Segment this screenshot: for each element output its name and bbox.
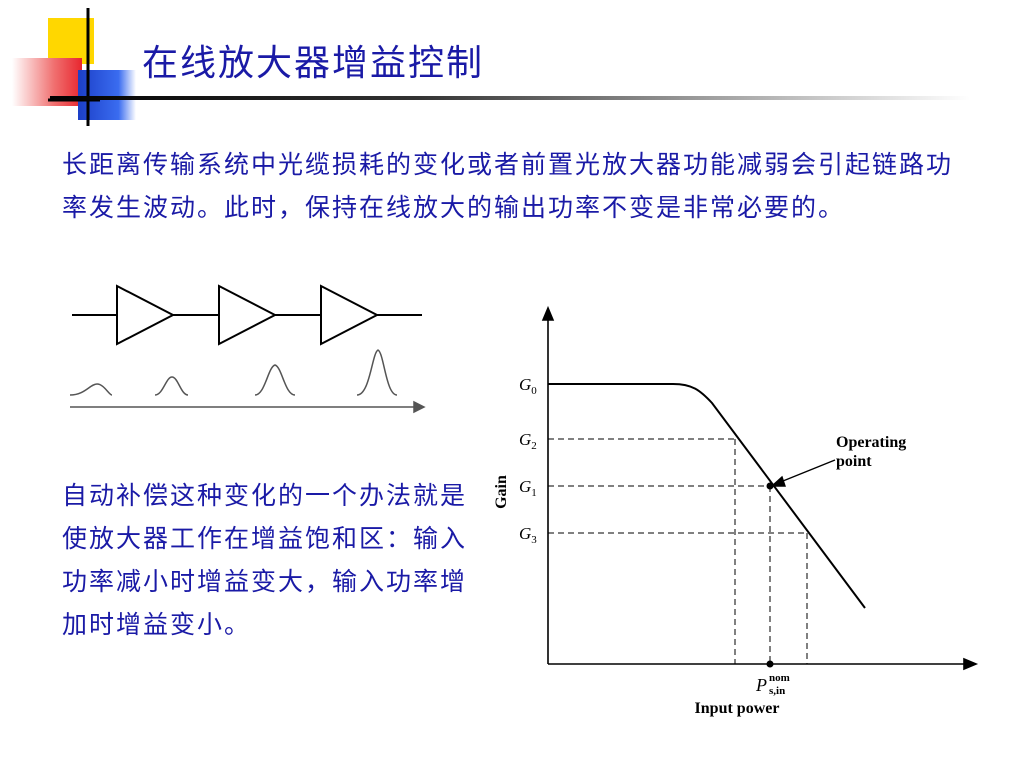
- operating-point-label-line1: Operating: [836, 434, 906, 451]
- x-axis-label: Input power: [695, 700, 780, 717]
- compensation-paragraph: 自动补偿这种变化的一个办法就是使放大器工作在增益饱和区：输入功率减小时增益变大，…: [62, 481, 468, 639]
- pulse-1: [69, 383, 113, 396]
- nominal-input-subscript: s,in: [769, 685, 785, 697]
- gain-curve: [548, 383, 866, 609]
- x-axis-arrow: [963, 657, 979, 671]
- g1-label: G1: [519, 477, 537, 499]
- y-axis-arrow: [541, 305, 555, 321]
- g2-label: G2: [519, 430, 537, 452]
- nominal-input-label: P: [755, 675, 767, 695]
- amplifier-triangle-1: [116, 284, 176, 346]
- g0-label: G0: [519, 375, 537, 397]
- page-title: 在线放大器增益控制: [142, 43, 485, 84]
- gain-saturation-graph: G0 G2 G1 G3 Gain Input power Operating p…: [493, 305, 979, 717]
- slide-logo: [12, 8, 136, 126]
- amplifier-triangle-3: [320, 284, 380, 346]
- operating-point-dot: [766, 482, 774, 490]
- intro-paragraph: 长距离传输系统中光缆损耗的变化或者前置光放大器功能减弱会引起链路功率发生波动。此…: [62, 150, 954, 222]
- g3-label: G3: [519, 524, 537, 546]
- nominal-input-superscript: nom: [769, 672, 790, 684]
- propagation-arrow-head: [413, 400, 426, 414]
- logo-yellow-square: [48, 18, 94, 64]
- operating-point-label-line2: point: [836, 453, 872, 470]
- pulse-4: [356, 349, 398, 396]
- amplifier-triangle-2: [218, 284, 278, 346]
- nominal-input-dot: [766, 660, 774, 668]
- pulse-2: [154, 376, 189, 396]
- operating-point-pointer: [777, 459, 836, 484]
- amplifier-chain-diagram: [69, 284, 426, 414]
- pulse-3: [254, 364, 296, 396]
- title-divider: [50, 96, 970, 100]
- y-axis-label: Gain: [493, 475, 510, 509]
- operating-point-pointer-head: [770, 475, 786, 487]
